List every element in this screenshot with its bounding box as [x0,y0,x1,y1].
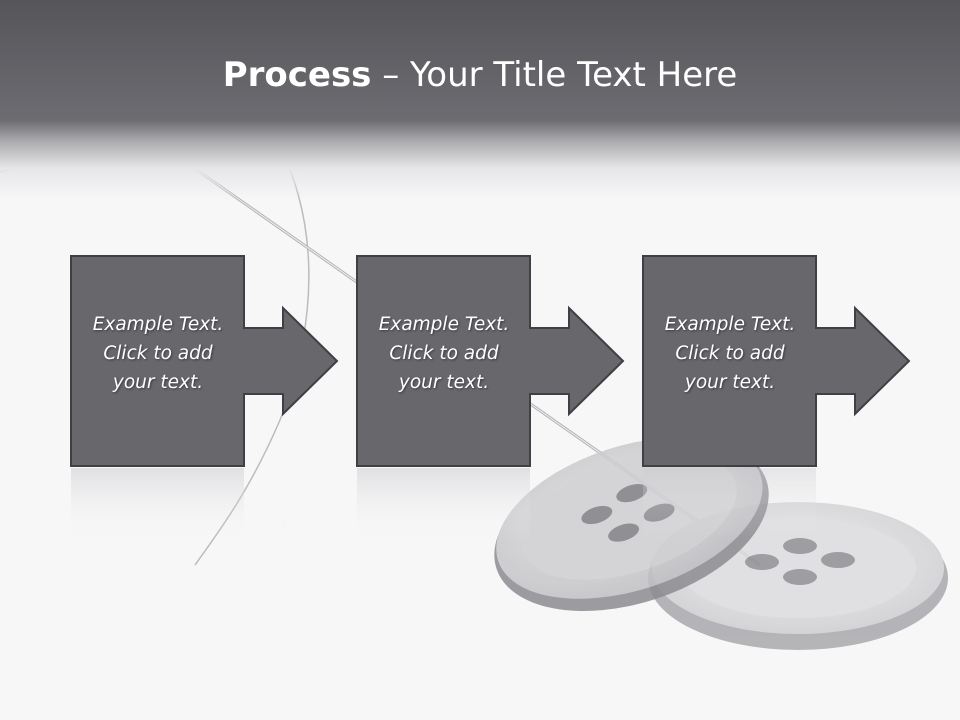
process-step-2[interactable]: Example Text. Click to add your text. [356,255,627,467]
step-2-reflection [357,468,530,540]
process-step-3[interactable]: Example Text. Click to add your text. [642,255,913,467]
step-3-arrow-shape [642,255,911,467]
title-bold: Process [222,55,372,95]
process-step-1[interactable]: Example Text. Click to add your text. [70,255,341,467]
step-1-line-2: Click to add [103,343,213,364]
step-3-line-1: Example Text. [664,314,796,335]
step-1-arrow-shape [70,255,339,467]
step-1-line-3: your text. [112,372,204,393]
slide-title[interactable]: Process – Your Title Text Here [0,52,960,98]
step-1-line-1: Example Text. [92,314,224,335]
step-3-text[interactable]: Example Text. Click to add your text. [643,310,817,397]
step-2-line-1: Example Text. [378,314,510,335]
step-2-line-3: your text. [398,372,490,393]
step-3-line-2: Click to add [675,343,785,364]
step-2-arrow-shape [356,255,625,467]
step-1-reflection [71,468,301,540]
title-rest: – Your Title Text Here [371,55,738,95]
step-3-reflection [643,468,816,540]
step-3-line-3: your text. [684,372,776,393]
step-2-text[interactable]: Example Text. Click to add your text. [357,310,531,397]
title-band [0,0,960,200]
step-1-text[interactable]: Example Text. Click to add your text. [71,310,245,397]
step-2-line-2: Click to add [389,343,499,364]
